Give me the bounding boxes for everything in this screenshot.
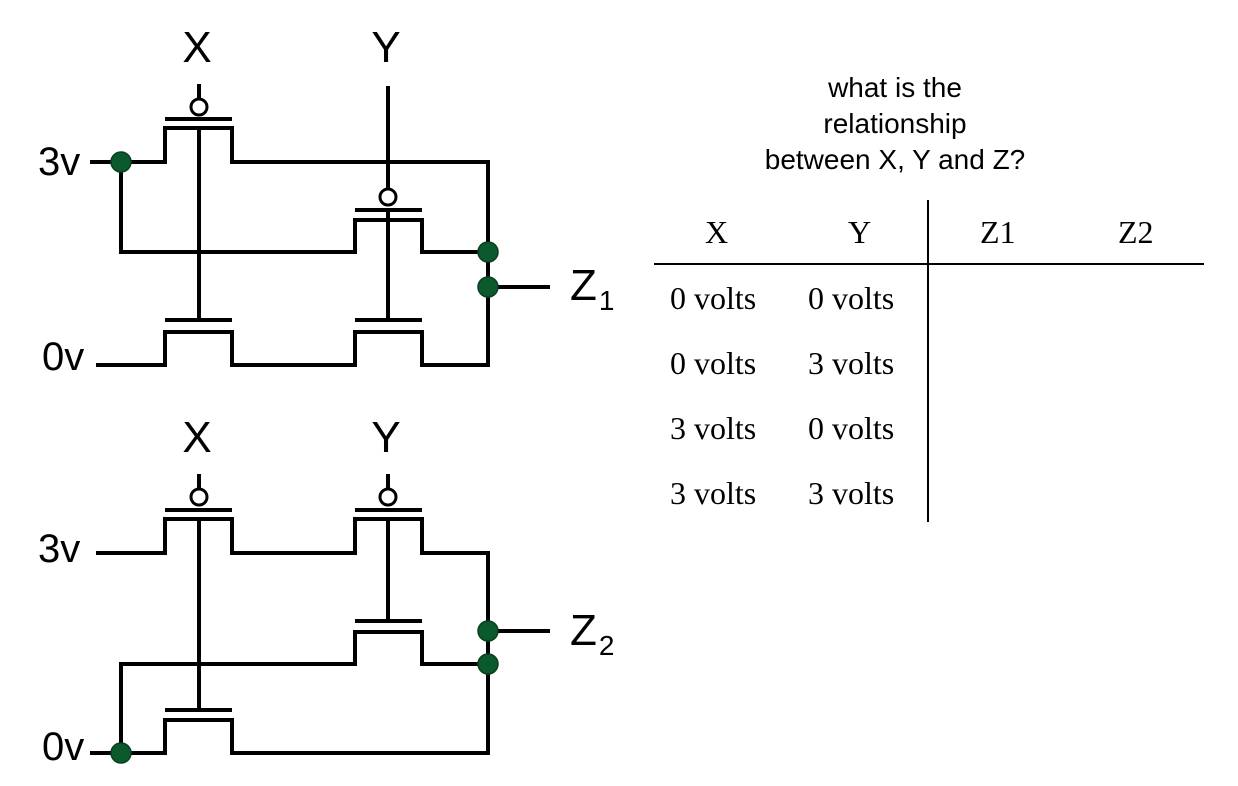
header-z2: Z2: [1118, 214, 1154, 250]
circuit1-pmos-y-bubble: [378, 187, 398, 207]
table-cell: 0 volts: [808, 280, 895, 316]
circuit2-output-node: [477, 620, 499, 642]
circuit1-output-label: Z1: [570, 261, 614, 316]
circuit2-ground-label: 0v: [42, 725, 84, 769]
table-cell: 0 volts: [670, 280, 757, 316]
circuit2-output-label: Z2: [570, 606, 614, 661]
circuit1-wires: [90, 84, 550, 367]
circuit1-junction-node: [477, 241, 499, 263]
table-cell: 3 volts: [670, 475, 757, 511]
circuit1-ground-label: 0v: [42, 335, 84, 379]
question-line-2: relationship: [823, 108, 967, 139]
table-column-divider: [927, 200, 929, 522]
circuit1-supply-label: 3v: [38, 140, 80, 184]
circuit-diagrams: X Y 3v 0v Z1 X Y: [38, 23, 614, 769]
table-header-divider: [654, 263, 1204, 265]
question-line-1: what is the: [828, 72, 962, 103]
circuit2-ground-node: [110, 742, 132, 764]
table-cell: 0 volts: [670, 345, 757, 381]
circuit-2: X Y 3v 0v Z2: [38, 413, 614, 769]
circuit2-wires: [90, 474, 550, 755]
header-y: Y: [848, 214, 872, 250]
circuit1-input-y-label: Y: [371, 23, 400, 72]
circuit2-input-y-label: Y: [371, 413, 400, 462]
question-line-3: between X, Y and Z?: [764, 144, 1026, 175]
question-text: what is the relationship between X, Y an…: [720, 70, 1070, 178]
circuit1-pmos-x-bubble: [189, 97, 209, 117]
circuit1-output-node: [477, 276, 499, 298]
circuit2-supply-label: 3v: [38, 527, 80, 571]
circuit2-input-x-label: X: [182, 413, 211, 462]
header-x: X: [705, 214, 729, 250]
circuit2-pmos-x-bubble: [189, 487, 209, 507]
header-z1: Z1: [980, 214, 1016, 250]
table-cell: 3 volts: [670, 410, 757, 446]
circuit2-pmos-y-bubble: [378, 487, 398, 507]
table-cell: 3 volts: [808, 345, 895, 381]
circuit1-input-x-label: X: [182, 23, 211, 72]
circuit2-junction-node: [477, 653, 499, 675]
truth-table: X Y Z1 Z2 0 volts 0 volts 0 volts 3 volt…: [650, 200, 1210, 530]
circuit-1: X Y 3v 0v Z1: [38, 23, 614, 379]
table-cell: 3 volts: [808, 475, 895, 511]
circuit1-supply-node: [110, 151, 132, 173]
table-cell: 0 volts: [808, 410, 895, 446]
